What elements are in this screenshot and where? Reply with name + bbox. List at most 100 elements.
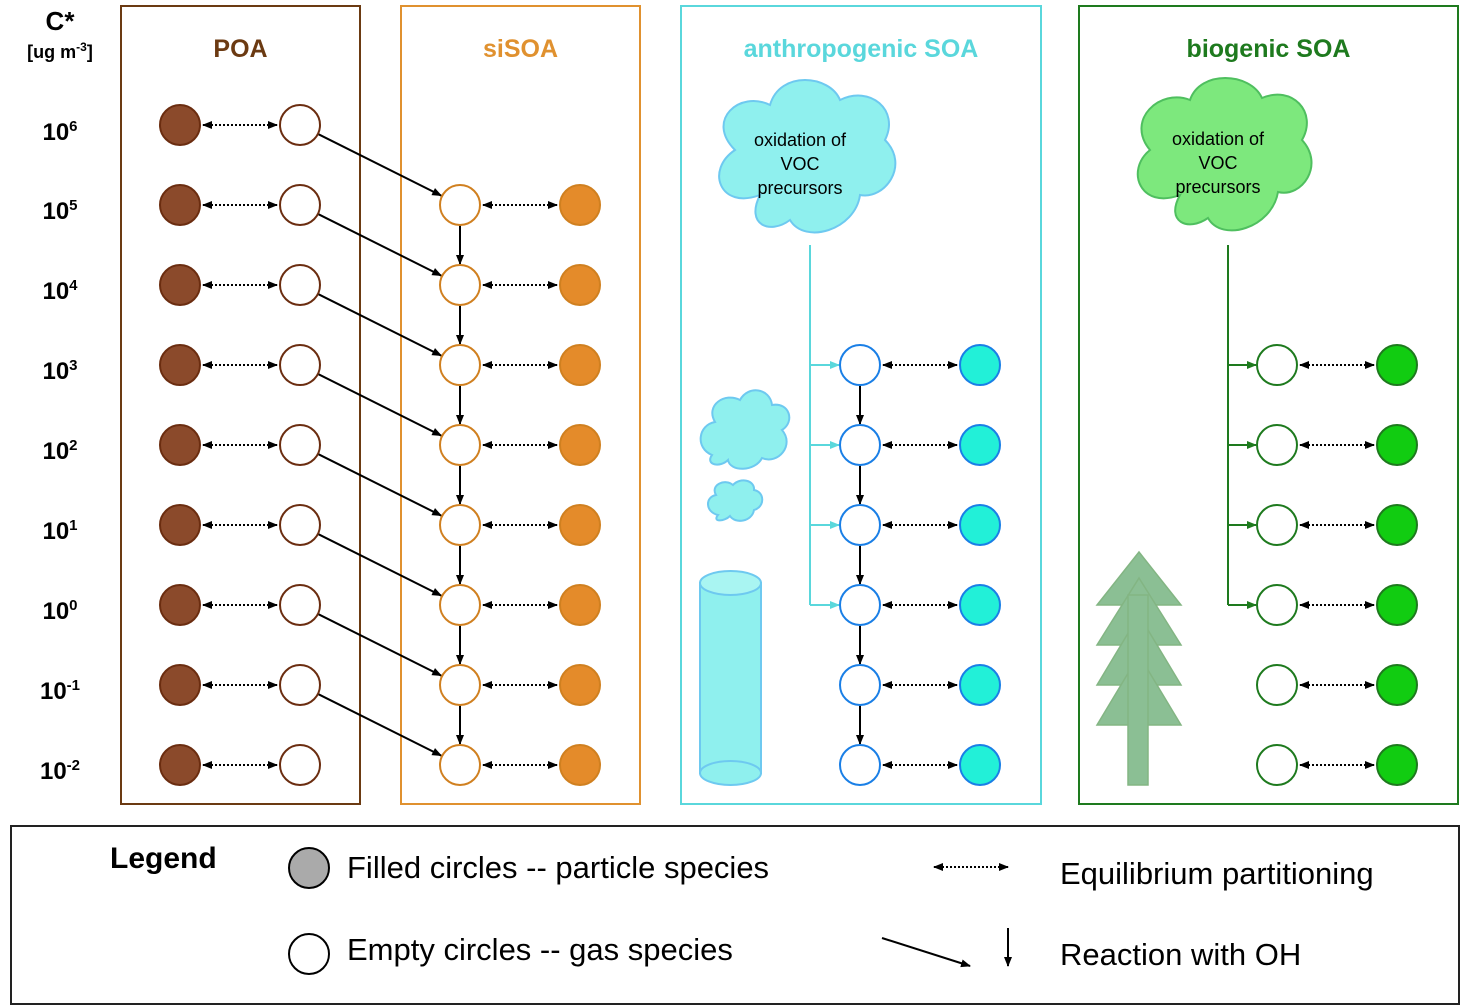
legend-empty-label: Empty circles -- gas species <box>347 932 733 967</box>
sisoa-particle-circle <box>559 424 601 466</box>
legend-icons <box>288 847 1012 975</box>
axis-unit: [ug m-3] <box>27 40 93 62</box>
anthropogenic-particle-circle <box>959 584 1001 626</box>
panel-title: biogenic SOA <box>1186 35 1351 63</box>
cstar-label: 100 <box>42 597 78 625</box>
poa-particle-circle <box>159 424 201 466</box>
poa-gas-circle <box>279 184 321 226</box>
biogenic-gas-circle <box>1256 504 1298 546</box>
anthropogenic-gas-circle <box>839 504 881 546</box>
sisoa-gas-circle <box>439 584 481 626</box>
cstar-label: 101 <box>42 517 78 545</box>
biogenic-particle-circle <box>1376 424 1418 466</box>
oh-reaction-diagonal-arrow <box>317 213 443 277</box>
sisoa-particle-circle <box>559 584 601 626</box>
poa-particle-circle <box>159 184 201 226</box>
biogenic-particle-circle <box>1376 504 1418 546</box>
sisoa-particle-circle <box>559 264 601 306</box>
axis-symbol: C* <box>45 6 75 36</box>
oh-reaction-diagonal-arrow <box>317 133 443 197</box>
anthropogenic-particle-circle <box>959 424 1001 466</box>
anthropogenic-particle-circle <box>959 744 1001 786</box>
legend-title: Legend <box>110 842 217 875</box>
sisoa-gas-circle <box>439 744 481 786</box>
sisoa-particle-circle <box>559 664 601 706</box>
legend-equilibrium-label: Equilibrium partitioning <box>1060 856 1374 891</box>
anthropogenic-gas-circle <box>839 344 881 386</box>
biogenic-particle-circle <box>1376 664 1418 706</box>
legend-reaction-label: Reaction with OH <box>1060 937 1302 972</box>
biogenic-particle-circle <box>1376 744 1418 786</box>
panel-title: POA <box>213 35 268 63</box>
poa-gas-circle <box>279 504 321 546</box>
sisoa-particle-circle <box>559 504 601 546</box>
cloud-biogenic <box>1136 77 1313 232</box>
poa-gas-circle <box>279 424 321 466</box>
anthropogenic-gas-circle <box>839 664 881 706</box>
oh-reaction-diagonal-arrow <box>317 453 443 517</box>
sisoa-gas-circle <box>439 184 481 226</box>
poa-gas-circle <box>279 584 321 626</box>
poa-particle-circle <box>159 744 201 786</box>
poa-particle-circle <box>159 344 201 386</box>
cstar-label: 104 <box>42 277 78 305</box>
oh-reaction-diagonal-arrow <box>317 293 443 357</box>
poa-particle-circle <box>159 664 201 706</box>
sisoa-particle-circle <box>559 184 601 226</box>
cstar-label: 106 <box>42 118 78 146</box>
biogenic-gas-circle <box>1256 424 1298 466</box>
cloud-text-anthropogenic: oxidation of VOC precursors <box>753 130 847 198</box>
panel-title: siSOA <box>482 35 559 63</box>
panel-sisoa: siSOA <box>400 5 641 805</box>
panel-poa: POA <box>120 5 361 805</box>
biogenic-gas-circle <box>1256 744 1298 786</box>
sisoa-gas-circle <box>439 424 481 466</box>
biogenic-gas-circle <box>1256 344 1298 386</box>
cstar-label: 102 <box>42 437 78 465</box>
smoke-cloud-large <box>699 389 791 470</box>
poa-gas-circle <box>279 104 321 146</box>
cstar-label: 10-2 <box>39 757 81 785</box>
smoke-cloud-small <box>707 479 764 522</box>
anthropogenic-particle-circle <box>959 504 1001 546</box>
poa-gas-circle <box>279 264 321 306</box>
legend-reaction-diagonal-arrow-icon <box>881 937 971 968</box>
sisoa-particle-circle <box>559 344 601 386</box>
sisoa-particle-circle <box>559 744 601 786</box>
legend-empty-circle-icon <box>288 933 330 975</box>
panel-biogenic: biogenic SOA <box>1078 5 1459 805</box>
oh-reaction-diagonal-arrow <box>317 613 443 677</box>
poa-particle-circle <box>159 584 201 626</box>
cstar-label: 103 <box>42 357 78 385</box>
legend-box <box>10 825 1460 1005</box>
oh-reaction-diagonal-arrow <box>317 533 443 597</box>
oh-reaction-diagonal-arrow <box>317 373 443 437</box>
axis-title: C* [ug m-3] <box>0 0 120 63</box>
sisoa-gas-circle <box>439 264 481 306</box>
cloud-anthropogenic <box>718 79 897 234</box>
sisoa-gas-circle <box>439 344 481 386</box>
sisoa-gas-circle <box>439 664 481 706</box>
anthropogenic-gas-circle <box>839 744 881 786</box>
anthropogenic-gas-circle <box>839 584 881 626</box>
anthropogenic-particle-circle <box>959 664 1001 706</box>
anthropogenic-particle-circle <box>959 344 1001 386</box>
panel-title: anthropogenic SOA <box>743 35 979 63</box>
tree-icon <box>1095 550 1183 786</box>
legend-filled-circle-icon <box>288 847 330 889</box>
panel-anthropogenic: anthropogenic SOA <box>680 5 1042 805</box>
biogenic-particle-circle <box>1376 344 1418 386</box>
biogenic-particle-circle <box>1376 584 1418 626</box>
cloud-text-biogenic: oxidation of VOC precursors <box>1171 129 1265 197</box>
biogenic-gas-circle <box>1256 584 1298 626</box>
poa-particle-circle <box>159 264 201 306</box>
cstar-label: 105 <box>42 197 78 225</box>
poa-gas-circle <box>279 664 321 706</box>
sisoa-gas-circle <box>439 504 481 546</box>
poa-particle-circle <box>159 504 201 546</box>
poa-particle-circle <box>159 104 201 146</box>
poa-gas-circle <box>279 744 321 786</box>
anthropogenic-gas-circle <box>839 424 881 466</box>
smokestack-icon <box>699 570 762 786</box>
